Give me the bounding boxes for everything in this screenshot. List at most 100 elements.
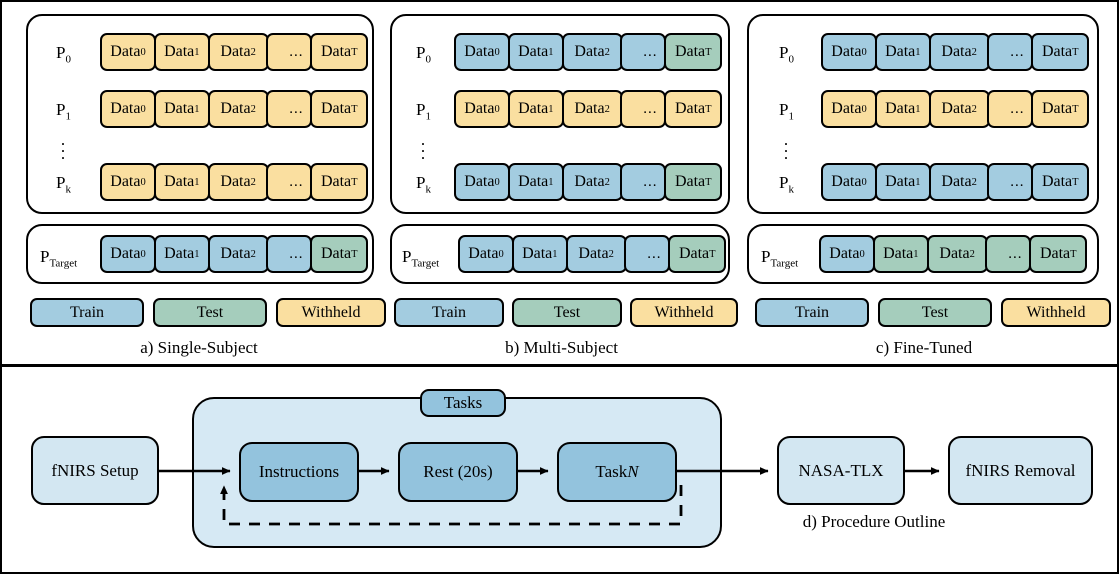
panel-a-vertical-ellipsis: ...: [60, 130, 66, 163]
legend-withheld: Withheld: [276, 298, 386, 327]
procedure-section: Tasks fNIRS Setup Instructions Rest (20s…: [2, 367, 1117, 572]
node-nasa-tlx[interactable]: NASA-TLX: [777, 436, 905, 505]
legend-train: Train: [755, 298, 869, 327]
panel-a-row-label-p1: P1: [56, 100, 71, 123]
data-cell-ellipsis: ...: [987, 163, 1034, 201]
legend-train: Train: [394, 298, 504, 327]
data-cell-ellipsis: ...: [266, 33, 313, 71]
legend-test: Test: [512, 298, 622, 327]
node-task-n-label: Task: [595, 462, 628, 481]
data-cell-ellipsis: ...: [620, 163, 667, 201]
panel-a-row-label-ptarget: PTarget: [40, 247, 78, 270]
node-fnirs-setup[interactable]: fNIRS Setup: [31, 436, 159, 505]
panel-b-legend: Train Test Withheld: [394, 298, 738, 327]
node-rest[interactable]: Rest (20s): [398, 442, 518, 502]
panel-c-row-label-p0: P0: [779, 43, 794, 66]
node-task-n[interactable]: Task N: [557, 442, 677, 502]
data-cell-ellipsis: ...: [620, 33, 667, 71]
tasks-label: Tasks: [420, 389, 506, 417]
panel-b-row-label-pk: Pk: [416, 173, 431, 196]
data-cell-ellipsis: ...: [987, 33, 1034, 71]
data-cell-ellipsis: ...: [987, 90, 1034, 128]
panel-c-row-label-p1: P1: [779, 100, 794, 123]
data-cell-ellipsis: ...: [266, 235, 313, 273]
legend-withheld: Withheld: [1001, 298, 1111, 327]
node-fnirs-removal[interactable]: fNIRS Removal: [948, 436, 1093, 505]
panel-c-row-label-pk: Pk: [779, 173, 794, 196]
panel-c-vertical-ellipsis: ...: [783, 130, 789, 163]
legend-test: Test: [153, 298, 267, 327]
data-cell-ellipsis: ...: [266, 90, 313, 128]
data-cell-ellipsis: ...: [620, 90, 667, 128]
node-task-n-index: N: [627, 462, 639, 481]
panel-a-row-label-pk: Pk: [56, 173, 71, 196]
node-instructions[interactable]: Instructions: [239, 442, 359, 502]
procedure-flow: Tasks fNIRS Setup Instructions Rest (20s…: [2, 367, 1117, 572]
panel-a-row-label-p0: P0: [56, 43, 71, 66]
data-cell-ellipsis: ...: [266, 163, 313, 201]
panel-b-caption: b) Multi-Subject: [505, 338, 618, 357]
legend-withheld: Withheld: [630, 298, 738, 327]
panel-b-row-label-p1: P1: [416, 100, 431, 123]
